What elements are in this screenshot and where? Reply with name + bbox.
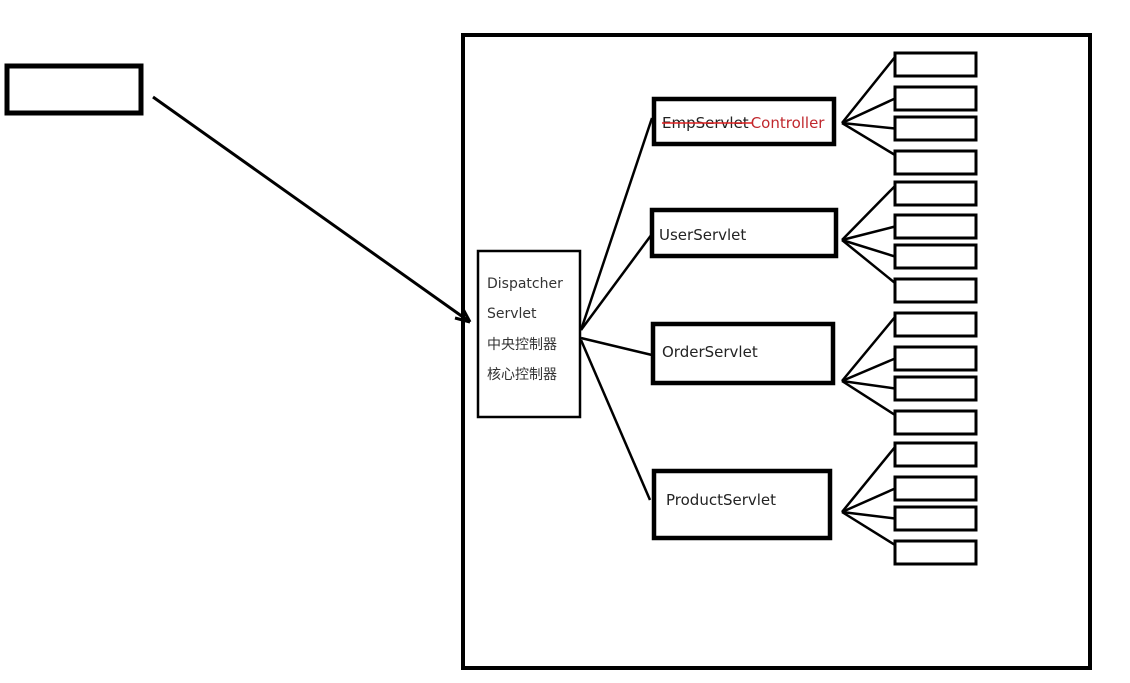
handler-connector-user-3: [841, 238, 896, 258]
dispatcher-label-line-2: Servlet: [487, 306, 537, 322]
handler-fans: [841, 51, 978, 566]
handler-box-user-1: [893, 180, 978, 207]
servlet-order-label: OrderServlet: [662, 343, 758, 361]
handler-box-order-2: [893, 345, 978, 372]
handler-connector-user-4: [841, 239, 896, 284]
dispatcher-label-line-4: 核心控制器: [487, 367, 557, 383]
dispatcher-connectors: [579, 117, 654, 501]
dispatcher-label-line-3: 中央控制器: [487, 337, 557, 353]
handler-connector-order-4: [841, 379, 896, 417]
connector-user: [579, 233, 654, 331]
servlet-product-label: ProductServlet: [666, 491, 776, 509]
handler-box-emp-2: [893, 85, 978, 112]
handler-connector-user-1: [841, 185, 896, 241]
servlet-user-label: UserServlet: [659, 226, 746, 244]
handler-box-emp-4: [893, 149, 978, 176]
handler-box-product-3: [893, 505, 978, 532]
servlet-emp-replacement-label: Controller: [751, 114, 826, 132]
handler-box-product-4: [893, 539, 978, 566]
handler-box-emp-1: [893, 51, 978, 78]
connector-emp: [579, 117, 654, 331]
handler-connector-emp-3: [841, 121, 896, 130]
handler-box-emp-3: [893, 115, 978, 142]
connector-product: [579, 339, 652, 501]
handler-box-user-2: [893, 213, 978, 240]
handler-box-order-1: [893, 311, 978, 338]
handler-connector-product-4: [841, 510, 896, 547]
handler-connector-order-1: [841, 316, 896, 382]
handler-connector-user-2: [841, 225, 896, 242]
handler-box-user-4: [893, 277, 978, 304]
servlet-user: UserServlet: [649, 207, 839, 259]
handler-box-product-2: [893, 475, 978, 502]
dispatcher-servlet: Dispatcher Servlet 中央控制器 核心控制器: [476, 249, 582, 419]
handler-connector-emp-2: [841, 97, 896, 125]
handler-connector-order-2: [841, 357, 896, 383]
handler-connector-emp-4: [841, 121, 896, 157]
request-arrow: [152, 95, 472, 324]
web-container-frame: [461, 33, 1092, 670]
handler-box-user-3: [893, 243, 978, 270]
servlet-product: ProductServlet: [651, 468, 833, 541]
handler-connector-product-1: [841, 446, 896, 513]
client-box: [4, 63, 144, 116]
dispatcher-label-line-1: Dispatcher: [487, 276, 563, 292]
servlet-order: OrderServlet: [650, 321, 836, 386]
handler-connector-emp-1: [841, 56, 896, 124]
connector-order: [580, 336, 653, 357]
handler-box-product-1: [893, 441, 978, 468]
handler-connector-order-3: [841, 379, 896, 390]
handler-box-order-3: [893, 375, 978, 402]
handler-connector-product-3: [841, 510, 896, 520]
handler-box-order-4: [893, 409, 978, 436]
dispatcher-box: [476, 249, 582, 419]
handler-connector-product-2: [841, 487, 896, 514]
